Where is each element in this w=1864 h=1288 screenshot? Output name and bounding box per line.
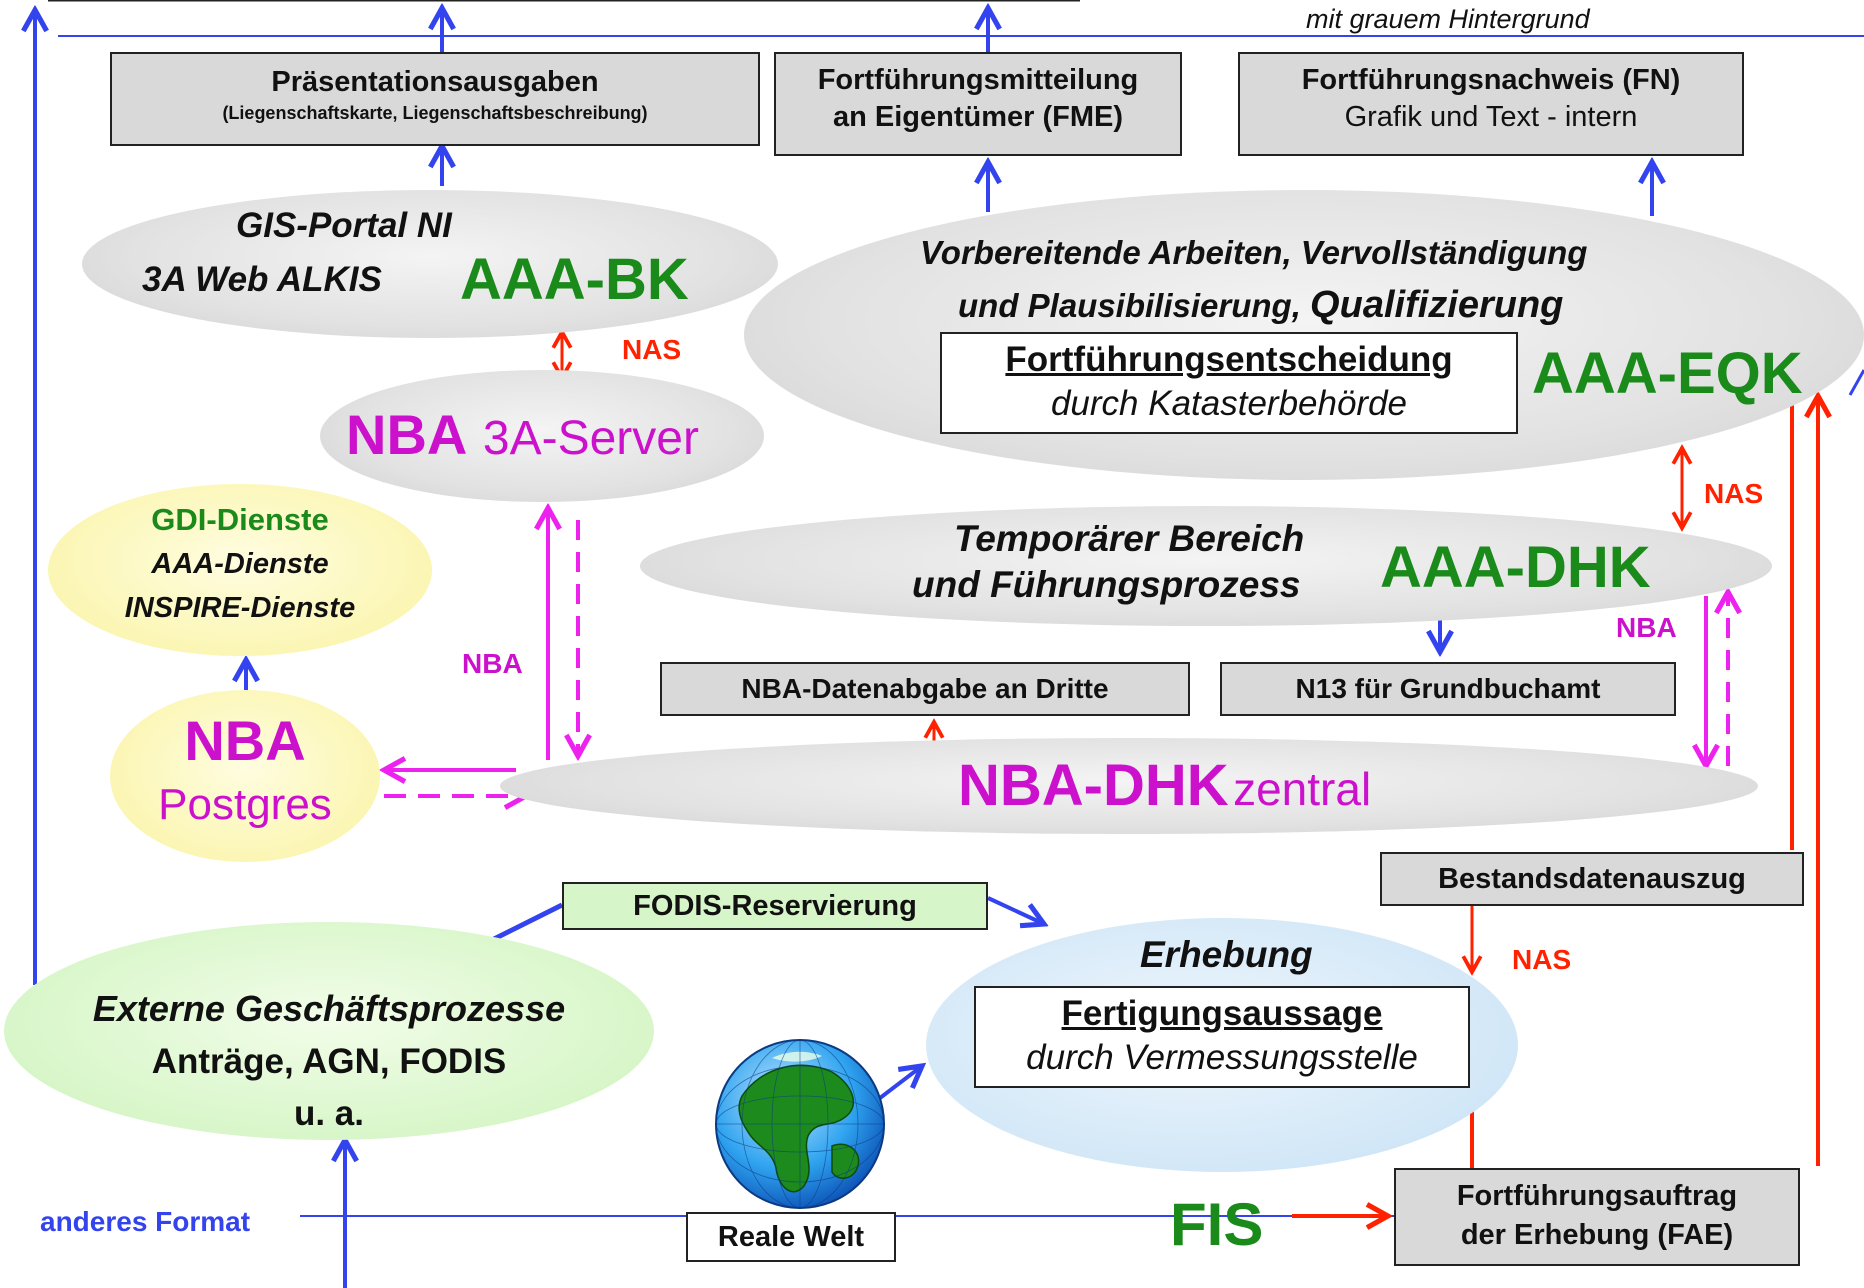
erhebung-label: Erhebung bbox=[1140, 934, 1313, 975]
extern-line3: u. a. bbox=[293, 1094, 365, 1133]
nba-postgres-ellipse bbox=[110, 690, 380, 862]
aaa-eqk-label: AAA-EQK bbox=[1532, 341, 1803, 406]
nba-dhk-label: NBA-DHK zentral bbox=[958, 752, 1371, 819]
n13-box: N13 für Grundbuchamt bbox=[1220, 662, 1676, 716]
entscheidung-sub: durch Katasterbehörde bbox=[1050, 384, 1408, 423]
arrow-fodis-erhebung bbox=[987, 896, 1044, 924]
entscheidung-title: Fortführungsentscheidung bbox=[1005, 340, 1453, 379]
nba-label-right: NBA bbox=[1616, 612, 1677, 643]
fme-line2: an Eigentümer (FME) bbox=[832, 101, 1123, 133]
header-note: mit grauem Hintergrund bbox=[1306, 4, 1590, 34]
praesentation-box: Präsentationsausgaben (Liegenschaftskart… bbox=[110, 52, 760, 146]
gdi-line3: INSPIRE-Dienste bbox=[124, 592, 356, 624]
nba-abgabe-box: NBA-Datenabgabe an Dritte bbox=[660, 662, 1190, 716]
fn-line1: Fortführungsnachweis (FN) bbox=[1301, 64, 1681, 96]
gdi-ellipse bbox=[48, 484, 432, 656]
fertigung-title: Fertigungsaussage bbox=[1061, 994, 1383, 1033]
nba-label-left: NBA bbox=[462, 648, 523, 679]
vorb-line2a: und Plausibilisierung, bbox=[958, 287, 1311, 324]
fme-line1: Fortführungsmitteilung bbox=[817, 64, 1139, 96]
fae-box: Fortführungsauftrag der Erhebung (FAE) bbox=[1394, 1168, 1800, 1266]
bestand-box: Bestandsdatenauszug bbox=[1380, 852, 1804, 906]
nba-dhk-rest: zentral bbox=[1233, 763, 1372, 815]
gdi-line1: GDI-Dienste bbox=[151, 502, 329, 537]
right-edge-line bbox=[1848, 369, 1864, 396]
temp-line1: Temporärer Bereich bbox=[954, 518, 1305, 559]
nba-dhk-bold: NBA-DHK bbox=[958, 753, 1229, 818]
extern-ellipse bbox=[4, 922, 654, 1140]
dhk-ellipse bbox=[640, 506, 1772, 626]
entscheidung-box: Fortführungsentscheidung durch Katasterb… bbox=[940, 332, 1518, 434]
aaa-bk-label: AAA-BK bbox=[460, 247, 689, 312]
fertigung-box: Fertigungsaussage durch Vermessungsstell… bbox=[974, 986, 1470, 1088]
nas-label-1: NAS bbox=[622, 334, 682, 365]
nba-pg-line1: NBA bbox=[184, 709, 306, 772]
nas-label-2: NAS bbox=[1704, 478, 1764, 509]
anderes-format-label: anderes Format bbox=[40, 1206, 251, 1237]
arrow-globe-erhebung bbox=[878, 1066, 922, 1100]
fodis-reservierung-box: FODIS-Reservierung bbox=[562, 882, 988, 930]
fme-box: Fortführungsmitteilung an Eigentümer (FM… bbox=[774, 52, 1182, 156]
vorb-line2b: Qualifizierung bbox=[1310, 284, 1564, 326]
extern-line1: Externe Geschäftsprozesse bbox=[92, 988, 566, 1029]
fae-line1: Fortführungsauftrag bbox=[1456, 1180, 1738, 1212]
vorb-line1: Vorbereitende Arbeiten, Vervollständigun… bbox=[920, 234, 1588, 271]
fn-line2: Grafik und Text - intern bbox=[1344, 101, 1638, 133]
fis-label: FIS bbox=[1170, 1191, 1264, 1258]
nas-label-3: NAS bbox=[1512, 944, 1572, 975]
nba-pg-line2: Postgres bbox=[158, 780, 332, 829]
fn-box: Fortführungsnachweis (FN) Grafik und Tex… bbox=[1238, 52, 1744, 156]
vorb-line2: und Plausibilisierung, Qualifizierung bbox=[958, 284, 1563, 327]
gis-line1: GIS-Portal NI bbox=[236, 206, 452, 245]
nba-dhk-ellipse bbox=[500, 738, 1758, 834]
globe-icon bbox=[715, 1039, 885, 1209]
reale-welt-box: Reale Welt bbox=[686, 1212, 896, 1262]
praesentation-sub: (Liegenschaftskarte, Liegenschaftsbeschr… bbox=[222, 103, 648, 123]
nba-server-ellipse bbox=[320, 370, 764, 502]
nba-server-bold: NBA bbox=[346, 403, 468, 466]
temp-line2: und Führungsprozess bbox=[912, 564, 1301, 605]
fae-line2: der Erhebung (FAE) bbox=[1460, 1219, 1734, 1251]
gdi-line2: AAA-Dienste bbox=[151, 548, 329, 580]
line-extern-fodis bbox=[486, 902, 564, 945]
praesentation-title: Präsentationsausgaben bbox=[271, 66, 599, 98]
fertigung-sub: durch Vermessungsstelle bbox=[1026, 1038, 1418, 1077]
nba-server-rest: 3A-Server bbox=[482, 412, 699, 465]
gis-portal-ellipse bbox=[82, 190, 778, 338]
aaa-dhk-label: AAA-DHK bbox=[1380, 535, 1651, 600]
gis-line2: 3A Web ALKIS bbox=[142, 260, 382, 299]
extern-line2: Anträge, AGN, FODIS bbox=[151, 1042, 507, 1081]
nba-server-label: NBA 3A-Server bbox=[346, 402, 699, 467]
